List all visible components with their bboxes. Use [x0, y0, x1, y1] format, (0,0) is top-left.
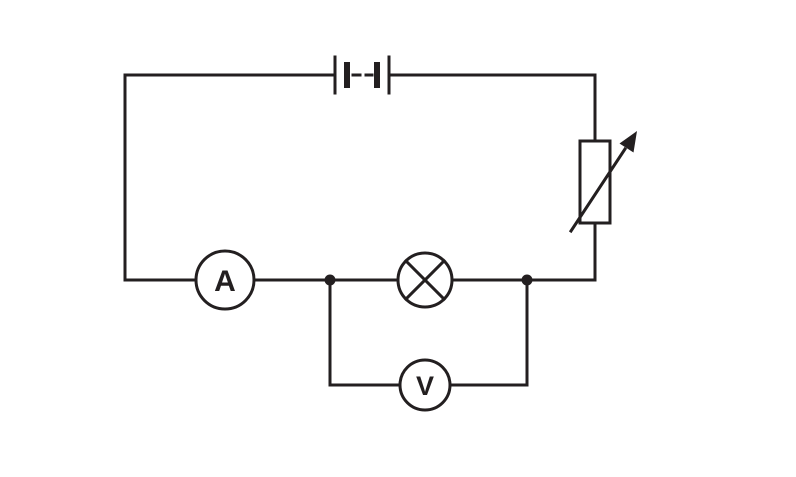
- circuit-filled-group: [324, 131, 637, 286]
- circuit-wires-group: [123, 55, 628, 412]
- voltmeter-circle: [398, 358, 452, 412]
- variable-resistor-icon: [568, 139, 628, 234]
- voltmeter-icon: [398, 358, 452, 412]
- battery-icon: [333, 55, 391, 95]
- junction-dot-right: [521, 274, 533, 286]
- lamp-icon: [396, 251, 454, 309]
- variable-resistor-arrowhead: [619, 131, 637, 153]
- voltmeter-label: V: [416, 371, 434, 401]
- ammeter-icon: [194, 249, 256, 311]
- junction-dot-left: [324, 274, 336, 286]
- lamp-cross-line-2: [403, 258, 447, 302]
- ammeter-circle: [194, 249, 256, 311]
- ammeter-label: A: [214, 265, 236, 298]
- variable-resistor-arrow-shaft: [568, 146, 628, 234]
